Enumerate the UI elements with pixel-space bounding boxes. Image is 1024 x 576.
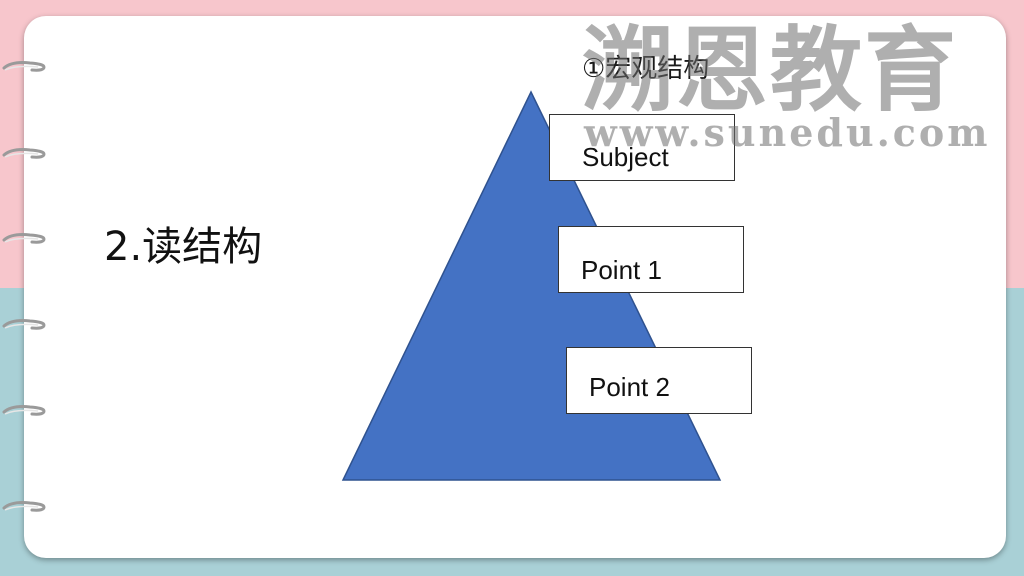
binder-ring-icon [2,233,46,244]
label-box-subject: Subject [549,114,735,181]
binder-ring-icon [2,148,46,159]
label-box-point-2: Point 2 [566,347,752,414]
slide-heading: 2.读结构 [104,224,263,270]
slide-subheading: ①宏观结构 [582,54,710,84]
binder-rings [0,0,60,576]
label-box-point-1: Point 1 [558,226,744,293]
binder-ring-icon [2,61,46,72]
binder-ring-icon [2,319,46,330]
binder-ring-icon [2,501,46,512]
label-text-subject: Subject [582,142,669,172]
label-text-point-2: Point 2 [589,372,670,402]
binder-ring-icon [2,405,46,416]
label-text-point-1: Point 1 [581,255,662,285]
